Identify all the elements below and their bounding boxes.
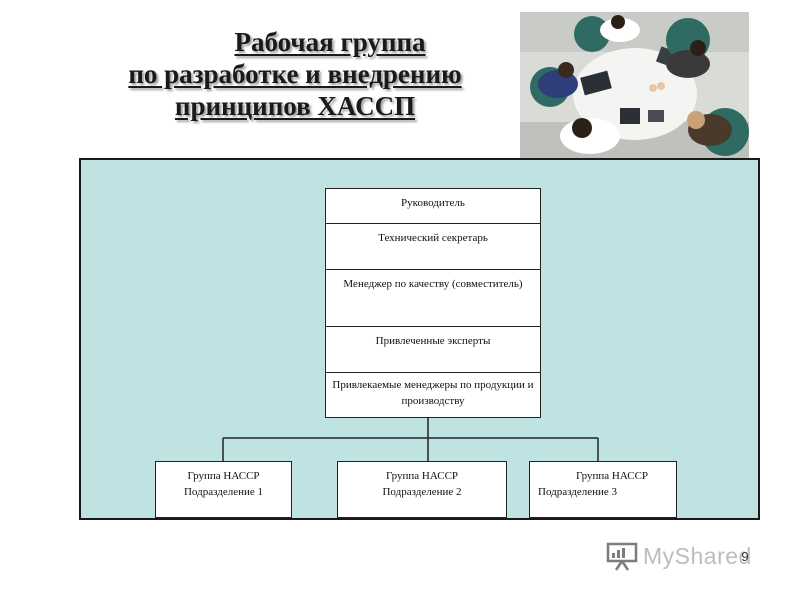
presentation-board-icon (606, 542, 638, 571)
title-line-2: по разработке и внедрению (128, 59, 462, 89)
role-box-secretary: Технический секретарь (326, 224, 540, 270)
group-division: Подразделение 2 (382, 486, 462, 498)
group-name: Группа НАССР (575, 470, 649, 482)
meeting-photo (520, 12, 749, 167)
role-box-quality-manager: Менеджер по качеству (совместитель) (326, 270, 540, 327)
group-box-division-2: Группа НАССР Подразделение 2 (337, 461, 507, 518)
role-box-head: Руководитель (326, 189, 540, 224)
logo-text: MyShared (643, 542, 752, 569)
group-name: Группа НАССР (187, 470, 260, 482)
group-division: Подразделение 3 (538, 486, 618, 498)
roles-stack: Руководитель Технический секретарь Менед… (325, 188, 541, 418)
group-division: Подразделение 1 (183, 486, 263, 498)
role-box-experts: Привлеченные эксперты (326, 327, 540, 373)
group-box-division-1: Группа НАССР Подразделение 1 (155, 461, 292, 518)
myshared-logo[interactable]: MyShared (605, 538, 752, 574)
title-line-3: принципов ХАССП (174, 91, 416, 121)
group-box-division-3: Группа НАССР Подразделение 3 (529, 461, 677, 518)
role-box-product-managers: Привлекаемые менеджеры по продукции и пр… (332, 379, 534, 407)
slide-title: Рабочая группа по разработке и внедрению… (60, 26, 530, 122)
page-number: 9 (741, 549, 749, 564)
group-name: Группа НАССР (385, 470, 459, 482)
title-line-1: Рабочая группа (234, 27, 426, 57)
